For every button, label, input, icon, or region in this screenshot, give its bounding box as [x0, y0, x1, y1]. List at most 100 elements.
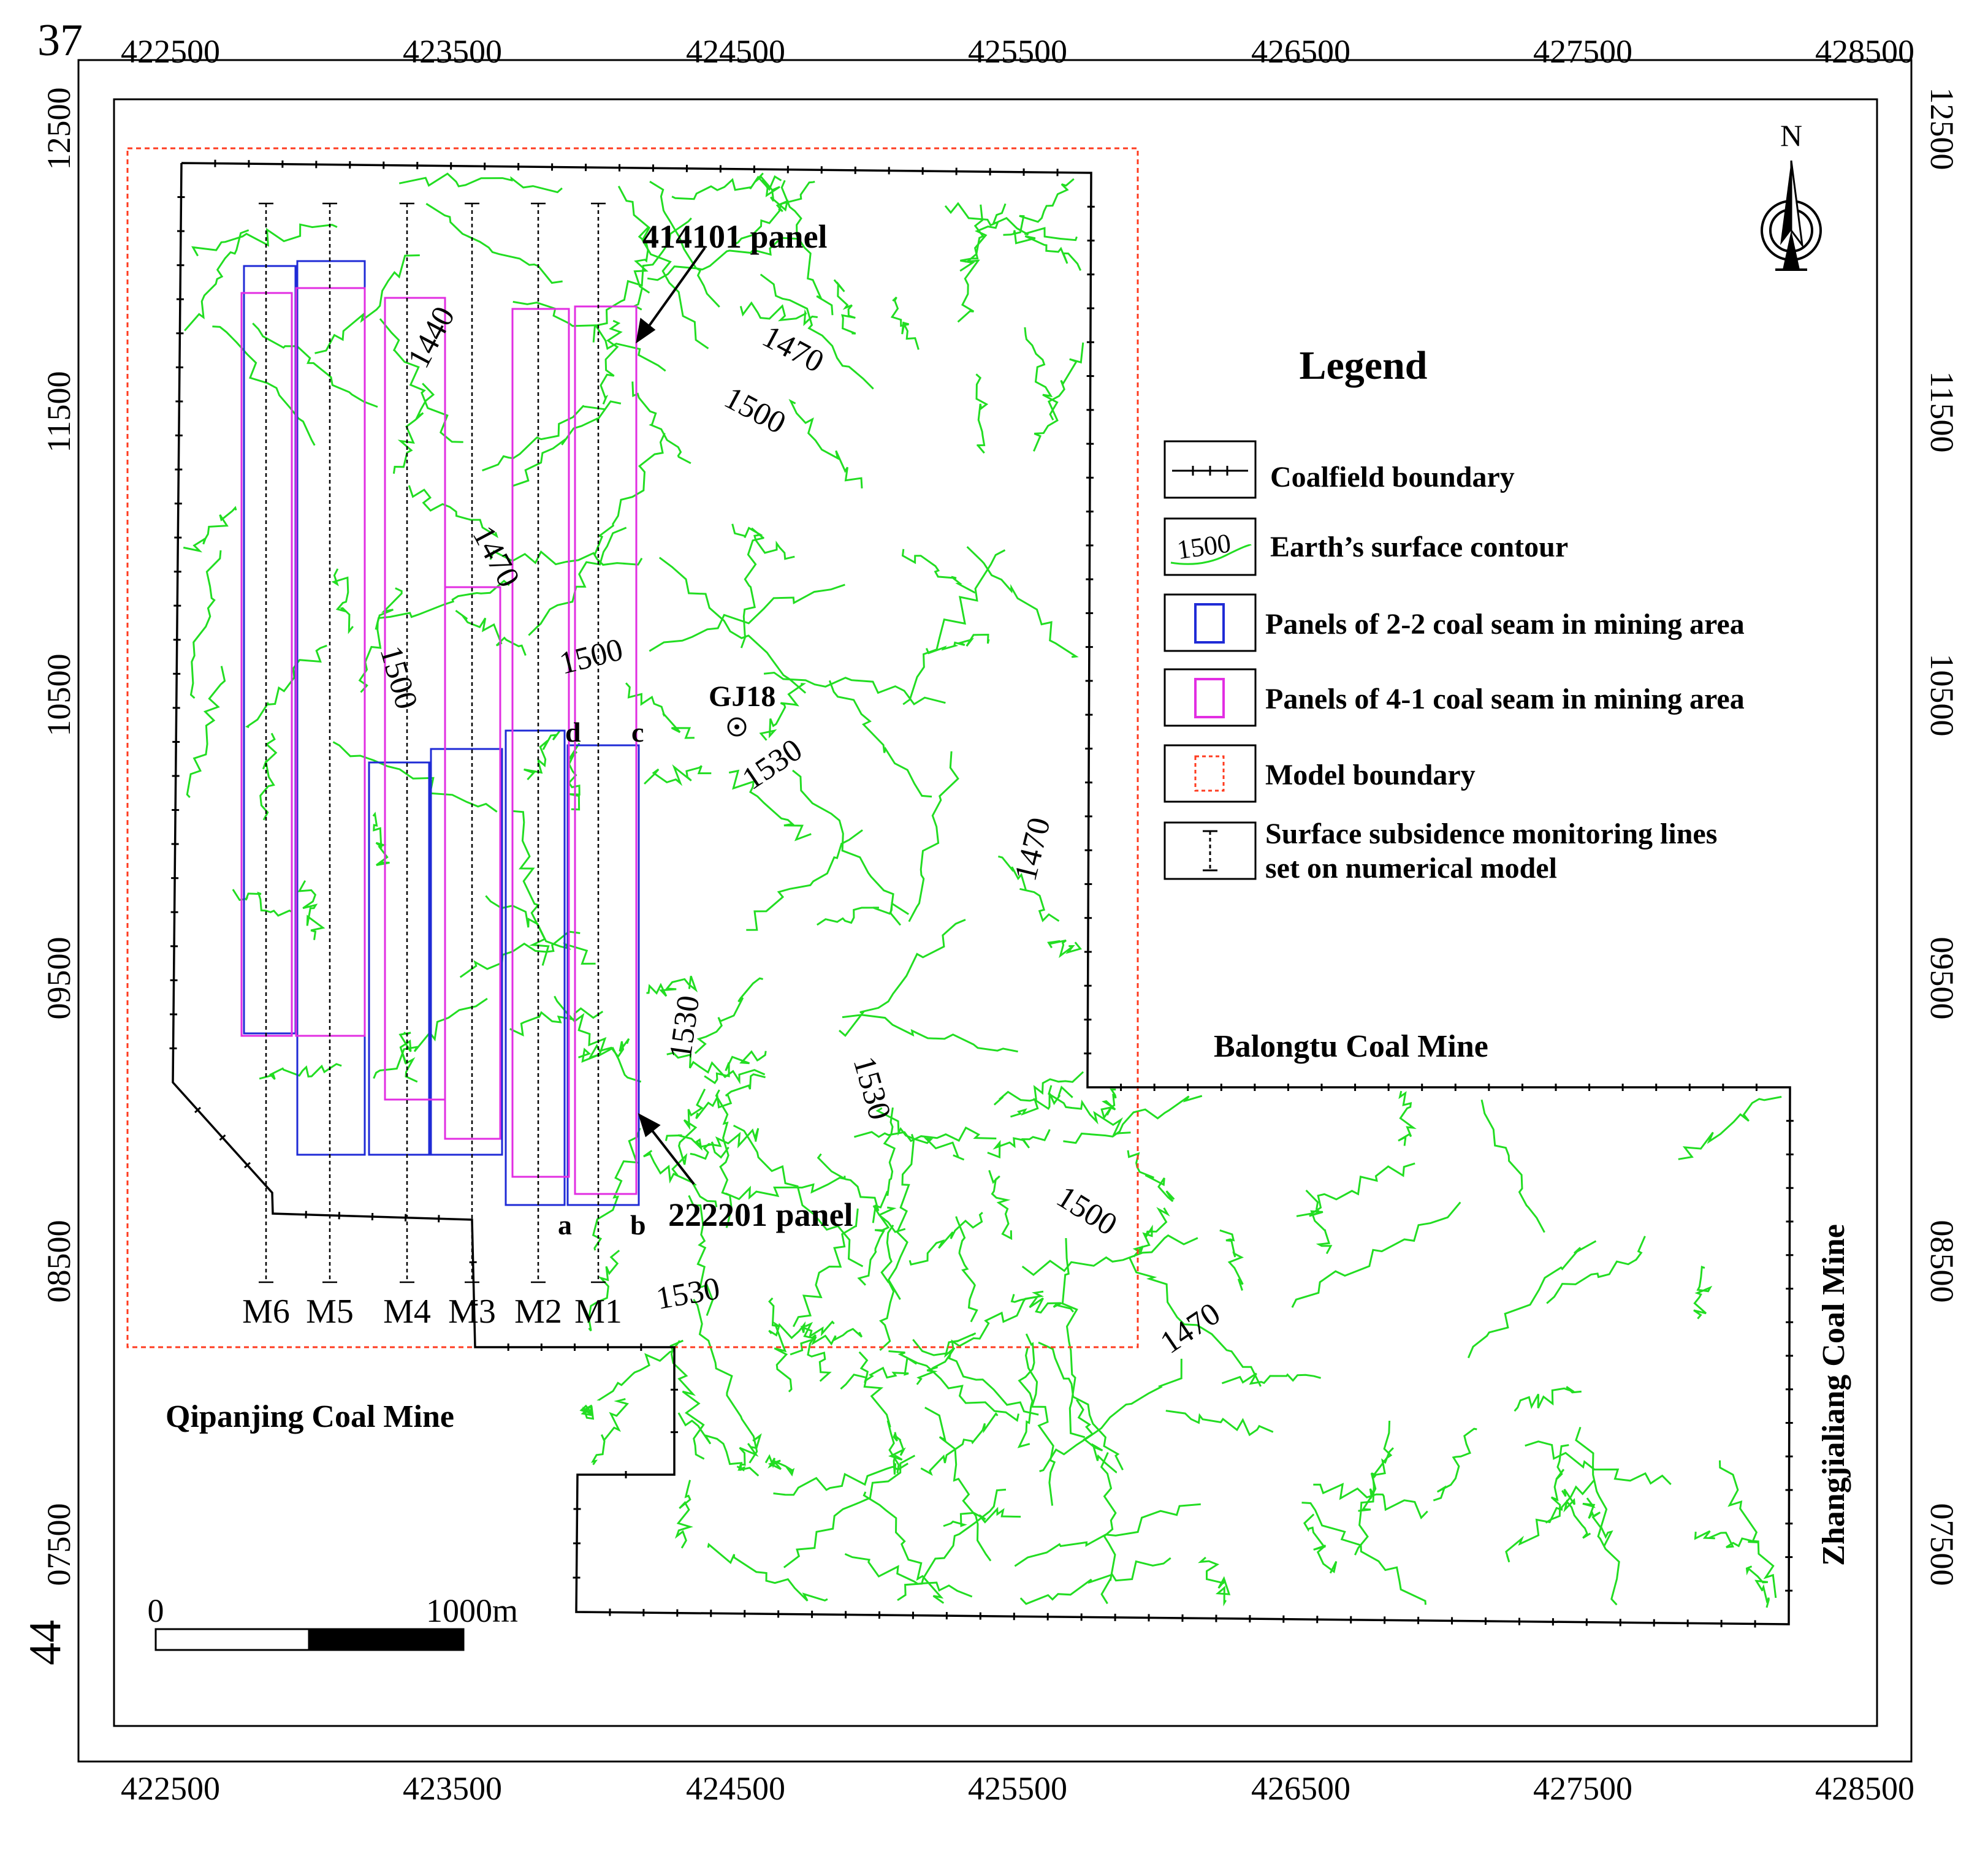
contour-line — [1100, 1089, 1117, 1120]
panel-41-symbol-icon — [1194, 678, 1225, 718]
legend: Legend Coalfield boundary 1500 Earth’s s… — [1163, 343, 1745, 884]
contour-line — [1061, 1237, 1086, 1439]
contour-line — [1010, 1294, 1075, 1314]
y-tick-label: 07500 — [40, 1503, 77, 1586]
contour-line — [511, 810, 550, 966]
x-tick-label: 423500 — [403, 33, 502, 70]
contour-line — [489, 550, 643, 566]
contour-line — [617, 185, 709, 349]
contour-line — [760, 273, 874, 390]
contour-line — [646, 976, 698, 997]
contour-line — [408, 485, 498, 539]
contour-value-label: 1500 — [1051, 1179, 1123, 1242]
panel-arrows — [636, 246, 706, 1185]
monitoring-line-label: M5 — [306, 1293, 354, 1331]
contour-line — [908, 751, 959, 922]
contour-line — [212, 325, 316, 446]
contour-line — [908, 1212, 983, 1266]
monitoring-line-symbol-icon — [1203, 830, 1217, 872]
contour-line — [731, 523, 795, 560]
contour-line — [372, 811, 390, 866]
x-tick-label: 424500 — [686, 33, 785, 70]
contour-line — [816, 902, 910, 926]
contour-line — [1003, 178, 1075, 236]
contour-line — [658, 557, 807, 694]
contour-line — [1433, 1427, 1477, 1502]
x-tick-label: 422500 — [121, 33, 220, 70]
panel-2-2 — [243, 265, 297, 1035]
x-tick-label: 425500 — [968, 33, 1067, 70]
y-tick-label: 11500 — [1924, 371, 1960, 453]
y-tick-label: 12500 — [1924, 88, 1960, 170]
contour-line — [670, 1340, 705, 1460]
contour-line — [746, 829, 863, 931]
monitoring-lines — [259, 202, 606, 1283]
contour-line — [331, 568, 354, 634]
contour-line — [1546, 1236, 1646, 1304]
contour-line — [591, 1398, 630, 1465]
x-tick-label: 426500 — [1251, 33, 1350, 70]
contour-line — [740, 527, 764, 648]
contour-line — [890, 296, 920, 350]
y-tick-label: 09500 — [40, 937, 77, 1020]
contour-line — [587, 1249, 620, 1332]
contour-line — [631, 381, 691, 465]
contour-value-label: 1470 — [756, 319, 829, 379]
contour-value-label: 1530 — [653, 1271, 722, 1317]
contour-line — [1719, 1460, 1777, 1598]
contour-line — [1398, 1090, 1417, 1146]
contour-line — [252, 322, 378, 408]
contour-line — [1221, 1372, 1322, 1385]
contour-line — [792, 769, 902, 926]
contour-line — [1296, 1162, 1415, 1217]
contour-line — [1063, 1095, 1203, 1144]
contour-line — [901, 549, 976, 594]
y-tick-label: 08500 — [1924, 1220, 1960, 1303]
contour-line — [1198, 1556, 1231, 1606]
contour-line — [1024, 327, 1059, 420]
surface-contours — [183, 172, 1782, 1608]
contour-line — [592, 217, 692, 343]
y-tick-label: 10500 — [1924, 654, 1960, 737]
contour-line — [920, 1412, 999, 1476]
contour-line — [839, 919, 966, 1037]
contour-line — [600, 319, 623, 405]
contour-line — [633, 226, 650, 311]
contour-line — [863, 1491, 945, 1604]
contour-value-label: 1470 — [1154, 1296, 1227, 1361]
legend-swatch-contour — [1163, 517, 1257, 576]
contour-line — [392, 382, 435, 474]
legend-title: Legend — [1299, 343, 1427, 388]
contour-line — [649, 180, 720, 308]
legend-swatch-panel-22 — [1163, 593, 1257, 652]
contour-line — [509, 1007, 604, 1037]
contour-line — [1291, 1201, 1461, 1308]
legend-label-panel-22: Panels of 2-2 coal seam in mining area — [1265, 608, 1745, 640]
contour-line — [297, 880, 326, 940]
contour-line — [844, 1553, 973, 1598]
north-arrow-icon — [1761, 160, 1822, 271]
scale-start: 0 — [148, 1592, 164, 1629]
contour-line — [728, 769, 812, 842]
corner-label-top: 37 — [37, 15, 83, 66]
outer-frame — [77, 59, 1913, 1763]
contour-line — [1039, 1358, 1183, 1472]
contour-line — [643, 1150, 718, 1207]
contour-line — [975, 373, 989, 454]
scale-bar — [154, 1628, 465, 1651]
contour-line — [817, 1153, 906, 1233]
panel-2-2 — [566, 744, 640, 1206]
contour-line — [773, 1462, 908, 1496]
model-boundary — [126, 147, 1139, 1348]
y-tick-label: 08500 — [40, 1220, 77, 1303]
contour-line — [647, 237, 799, 281]
contour-line — [957, 204, 984, 323]
contour-line — [768, 1297, 793, 1393]
contour-line — [875, 1107, 965, 1161]
panel-label-414101: 414101 panel — [642, 218, 828, 255]
contour-line — [1038, 1341, 1124, 1470]
contour-line — [688, 1195, 714, 1317]
contour-value-label: 1500 — [718, 380, 791, 441]
